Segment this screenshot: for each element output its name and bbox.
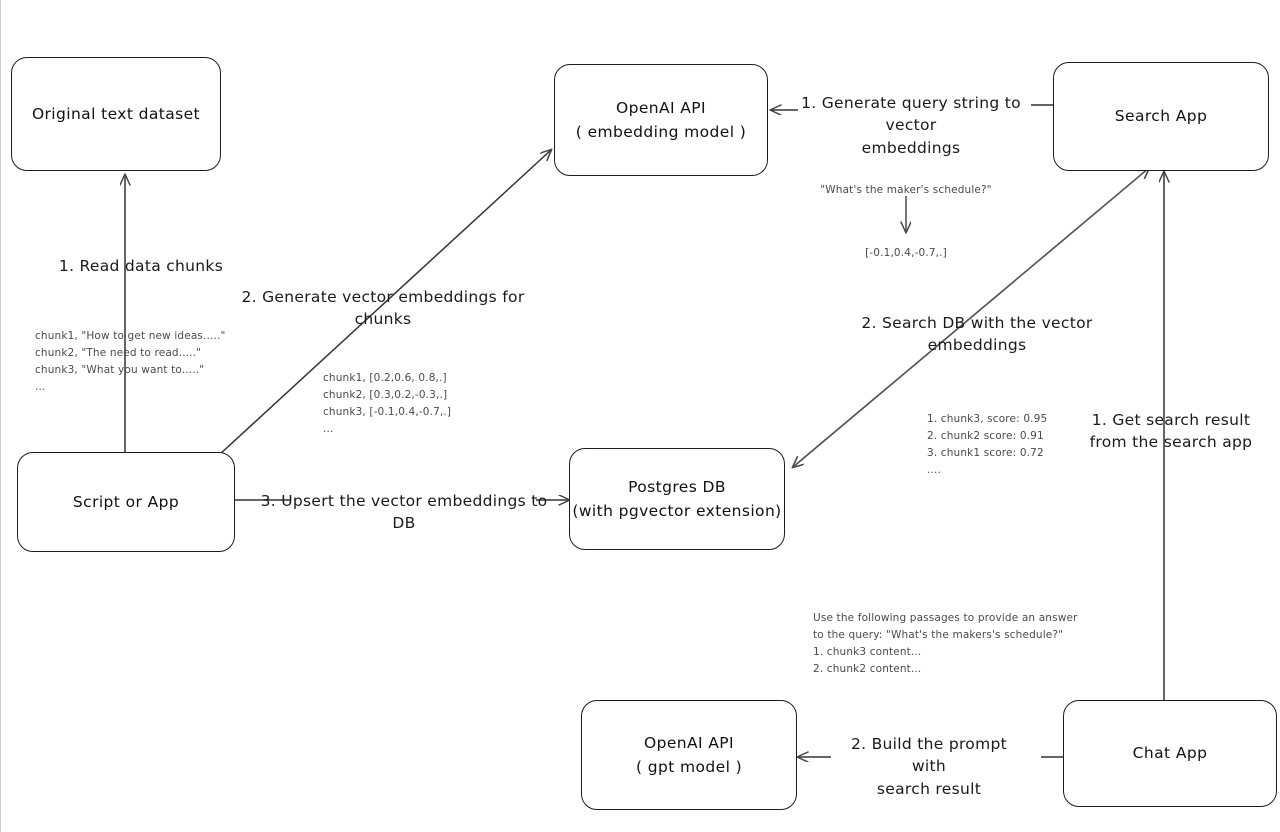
- node-search-app-label: Search App: [1114, 107, 1208, 126]
- edge-label-search-db: 2. Search DB with the vector embeddings: [861, 314, 1093, 355]
- node-script-or-app[interactable]: Script or App: [17, 452, 235, 552]
- node-openai-gpt-api-line2: ( gpt model ): [635, 758, 743, 776]
- note-query-vector: [-0.1,0.4,-0.7,.]: [865, 247, 947, 259]
- edge-label-generate-vector-embeddings: 2. Generate vector embeddings for chunks: [241, 288, 525, 329]
- edge-label-get-search-result: 1. Get search result from the search app: [1089, 411, 1253, 452]
- node-original-text-dataset-label: Original text dataset: [31, 104, 201, 123]
- edge-label-generate-query-string: 1. Generate query string to vector embed…: [801, 94, 1021, 157]
- node-openai-gpt-api-line1: OpenAI API: [643, 733, 735, 752]
- note-search-results: 1. chunk3, score: 0.95 2. chunk2 score: …: [927, 413, 1048, 476]
- edge-label-build-prompt: 2. Build the prompt with search result: [851, 735, 1007, 798]
- edge-label-read-data-chunks: 1. Read data chunks: [58, 257, 224, 275]
- edge-label-upsert-to-db: 3. Upsert the vector embeddings to DB: [260, 492, 548, 533]
- node-original-text-dataset[interactable]: Original text dataset: [11, 57, 221, 171]
- node-chat-app-label: Chat App: [1132, 744, 1208, 763]
- note-embeddings-sample: chunk1, [0.2,0.6, 0.8,.] chunk2, [0.3,0.…: [323, 372, 452, 435]
- node-postgres-db-line2: (with pgvector extension): [572, 502, 782, 520]
- node-openai-embedding-api[interactable]: OpenAI API ( embedding model ): [554, 64, 768, 176]
- note-prompt-sample: Use the following passages to provide an…: [813, 612, 1078, 675]
- node-postgres-db-line1: Postgres DB: [628, 477, 726, 496]
- note-query-string: "What's the maker's schedule?": [820, 184, 992, 196]
- node-search-app[interactable]: Search App: [1053, 62, 1269, 171]
- node-postgres-db[interactable]: Postgres DB (with pgvector extension): [569, 448, 785, 550]
- node-openai-embedding-api-line1: OpenAI API: [615, 98, 707, 117]
- node-openai-embedding-api-line2: ( embedding model ): [575, 123, 747, 141]
- node-openai-gpt-api[interactable]: OpenAI API ( gpt model ): [581, 700, 797, 810]
- node-script-or-app-label: Script or App: [72, 492, 180, 511]
- note-chunks-sample: chunk1, "How to get new ideas....." chun…: [35, 330, 226, 393]
- node-chat-app[interactable]: Chat App: [1063, 700, 1277, 807]
